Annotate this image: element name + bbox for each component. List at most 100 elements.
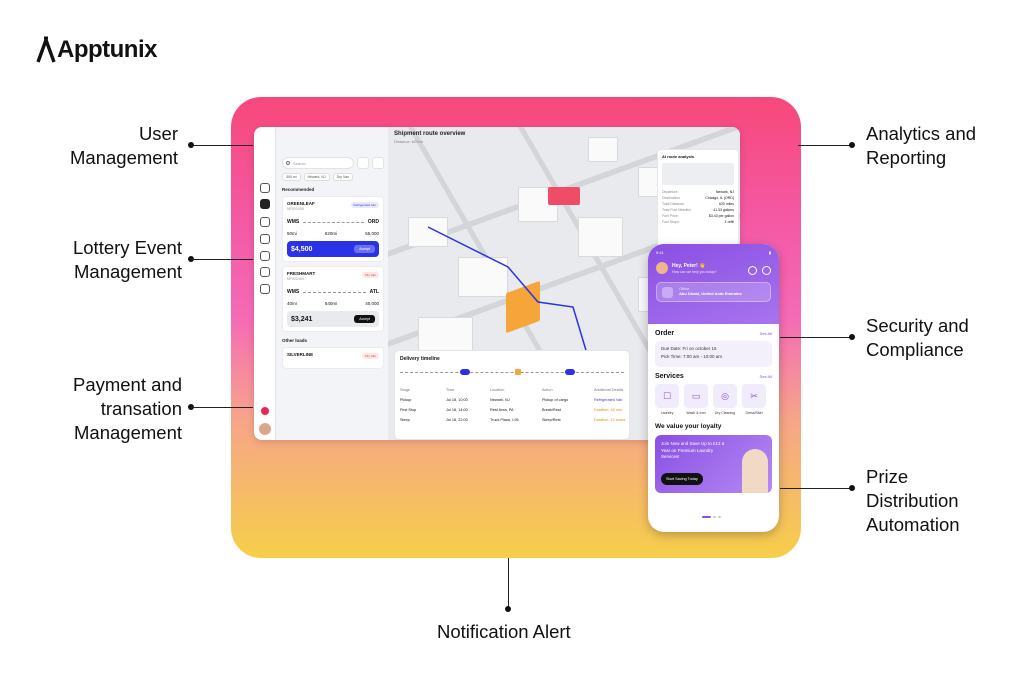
service-wash-iron[interactable]: ▭Wash & Iron bbox=[684, 384, 708, 415]
status-time: 9:41 bbox=[656, 250, 664, 255]
home-icon[interactable] bbox=[260, 183, 270, 193]
ai-route-panel: AI route analysis Departure:Newark, NJ D… bbox=[657, 149, 739, 247]
filter-chip[interactable]: Dry Van bbox=[332, 173, 353, 181]
truck-image bbox=[662, 163, 734, 185]
service-laundry[interactable]: ☐Laundry bbox=[655, 384, 679, 415]
trash-icon[interactable] bbox=[372, 157, 384, 169]
pointer-dot bbox=[849, 334, 855, 340]
stat-distance: 540mi bbox=[324, 301, 338, 306]
carousel-dots bbox=[702, 516, 721, 518]
logo-mark-icon bbox=[36, 36, 56, 63]
promo-person-image bbox=[742, 449, 768, 493]
price-bar: $3,241 Accept bbox=[287, 311, 379, 327]
timeline-track bbox=[400, 369, 624, 382]
apptunix-logo: Apptunix bbox=[36, 30, 157, 64]
pointer-line bbox=[191, 407, 253, 408]
price-bar: $4,500 Accept bbox=[287, 241, 379, 257]
loyalty-title: We value your loyalty bbox=[655, 423, 722, 430]
location-selector[interactable]: Office Abu Dhabi, United Arab Emirates bbox=[656, 282, 771, 302]
chart-icon[interactable] bbox=[260, 267, 270, 277]
route-destination: ORD bbox=[367, 219, 379, 225]
iron-icon: ▭ bbox=[684, 384, 708, 408]
filter-icon[interactable] bbox=[357, 157, 369, 169]
pointer-dot bbox=[849, 485, 855, 491]
delivery-timeline: Delivery timeline Stage Time Location Ac… bbox=[394, 350, 630, 440]
load-card[interactable]: FRESHMART NP0024S9 Dry Van WMS ATL 40mi … bbox=[282, 266, 384, 332]
order-card[interactable]: Due Date: Fri on october 16 Pick Time: 7… bbox=[655, 341, 772, 367]
label-payment: Payment and transation Management bbox=[72, 374, 182, 443]
greeting-subtitle: How can we help you today? bbox=[672, 270, 717, 274]
load-card[interactable]: GREENLEAF NP0024S8 Refrigerated Van WMS … bbox=[282, 196, 384, 262]
gear-icon[interactable] bbox=[260, 284, 270, 294]
location-value: Abu Dhabi, United Arab Emirates bbox=[679, 291, 742, 296]
location-label: Office bbox=[679, 286, 690, 291]
load-price: $4,500 bbox=[291, 245, 313, 253]
see-all-link[interactable]: See All bbox=[759, 331, 772, 336]
status-badge: Dry Van bbox=[362, 272, 379, 278]
search-input[interactable]: Search bbox=[282, 157, 354, 169]
washer-icon: ◎ bbox=[713, 384, 737, 408]
pointer-dot bbox=[505, 606, 511, 612]
load-id: NP0024S8 bbox=[287, 207, 304, 211]
load-price: $3,241 bbox=[291, 315, 313, 323]
table-row[interactable]: Pickup Jul 18, 10:00 Newark, NJ Pickup o… bbox=[400, 398, 623, 402]
stat-weight: 40,000 bbox=[365, 301, 379, 306]
load-card[interactable]: SILVERLINE Dry Van bbox=[282, 347, 384, 369]
sidebar-rail bbox=[254, 127, 276, 440]
services-title: Services bbox=[655, 373, 684, 380]
table-row[interactable]: First Stop Jul 18, 14:00 Rest Area, PA B… bbox=[400, 408, 622, 412]
map-title: Shipment route overview bbox=[394, 131, 466, 137]
location-pin-icon bbox=[662, 287, 673, 298]
phone-header: 9:41 ▮ Hey, Peter! 👋 How can we help you … bbox=[648, 244, 779, 324]
label-security: Security and Compliance bbox=[866, 315, 969, 360]
other-loads-title: Other loads bbox=[282, 338, 308, 343]
label-user-management: User Management bbox=[70, 123, 178, 168]
user-icon[interactable] bbox=[260, 217, 270, 227]
status-badge: Refrigerated Van bbox=[350, 202, 379, 208]
route-origin: WMS bbox=[287, 219, 300, 225]
start-saving-button[interactable]: Start Saving Today bbox=[661, 472, 703, 485]
pointer-line bbox=[191, 259, 253, 260]
stat-weight: 55,000 bbox=[365, 231, 379, 236]
pointer-line bbox=[798, 145, 851, 146]
filter-chip[interactable]: 300 mi bbox=[282, 173, 301, 181]
accept-button[interactable]: Accept bbox=[354, 245, 375, 253]
search-icon[interactable] bbox=[748, 266, 757, 275]
status-badge: Dry Van bbox=[362, 353, 379, 359]
basket-icon: ☐ bbox=[655, 384, 679, 408]
ai-panel-title: AI route analysis bbox=[662, 154, 695, 159]
load-name: SILVERLINE bbox=[287, 352, 314, 357]
settings-icon[interactable] bbox=[260, 251, 270, 261]
filter-chip[interactable]: Newark, NJ bbox=[303, 173, 330, 181]
route-line bbox=[303, 222, 364, 225]
map-subtitle: Distance: 620mi bbox=[394, 139, 423, 144]
battery-icon: ▮ bbox=[768, 250, 771, 255]
search-icon bbox=[286, 161, 290, 165]
recommended-title: Recommended bbox=[282, 187, 315, 192]
truck-icon[interactable] bbox=[260, 234, 270, 244]
avatar[interactable] bbox=[656, 262, 668, 274]
avatar[interactable] bbox=[259, 423, 271, 435]
label-notification: Notification Alert bbox=[437, 621, 571, 642]
see-all-link[interactable]: See All bbox=[759, 374, 772, 379]
pointer-line bbox=[780, 488, 851, 489]
table-row[interactable]: Sleep Jul 18, 22:00 Truck Plaza, I-95 Sl… bbox=[400, 418, 626, 422]
pointer-dot bbox=[849, 142, 855, 148]
route-origin: WMS bbox=[287, 289, 300, 295]
loads-panel: Search 300 mi Newark, NJ Dry Van Recomme… bbox=[278, 127, 388, 440]
loads-icon[interactable] bbox=[260, 199, 270, 209]
label-prize: Prize Distribution Automation bbox=[866, 466, 960, 535]
service-dress-skirt[interactable]: ✂Dress/Skirt bbox=[742, 384, 766, 415]
pointer-line bbox=[191, 145, 253, 146]
accept-button[interactable]: Accept bbox=[354, 315, 375, 323]
pointer-line bbox=[508, 558, 509, 610]
notification-badge[interactable] bbox=[261, 407, 269, 415]
greeting: Hey, Peter! 👋 bbox=[672, 263, 706, 269]
label-analytics: Analytics and Reporting bbox=[866, 123, 977, 168]
timeline-title: Delivery timeline bbox=[400, 356, 440, 362]
scissors-icon: ✂ bbox=[742, 384, 766, 408]
bell-icon[interactable] bbox=[762, 266, 771, 275]
service-dry-cleaning[interactable]: ◎Dry Cleaning bbox=[713, 384, 737, 415]
promo-banner[interactable]: Join Now and Save Up to £12 a Year on Pr… bbox=[655, 435, 772, 493]
load-name: FRESHMART bbox=[287, 271, 316, 276]
